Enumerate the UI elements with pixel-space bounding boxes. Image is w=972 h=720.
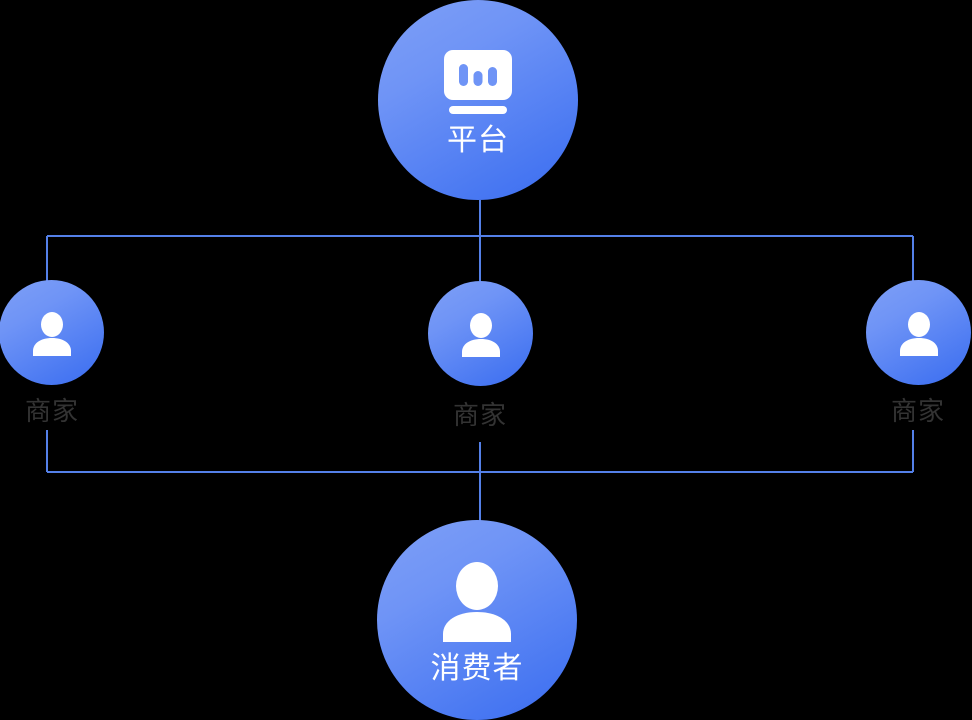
- node-merchant-left-label: 商家: [24, 396, 79, 426]
- monitor-chart-icon: [441, 44, 515, 114]
- node-merchant-left[interactable]: [0, 280, 104, 385]
- node-consumer[interactable]: 消费者: [377, 520, 577, 720]
- person-icon: [434, 556, 520, 642]
- person-icon: [896, 310, 942, 356]
- person-icon: [29, 310, 75, 356]
- node-merchant-right[interactable]: [866, 280, 971, 385]
- node-platform-label: 平台: [447, 124, 509, 157]
- node-platform[interactable]: 平台: [378, 0, 578, 200]
- node-merchant-right-label: 商家: [890, 396, 945, 426]
- person-icon: [458, 311, 504, 357]
- node-merchant-center[interactable]: [428, 281, 533, 386]
- node-consumer-label: 消费者: [430, 652, 524, 685]
- node-merchant-center-label: 商家: [452, 400, 507, 430]
